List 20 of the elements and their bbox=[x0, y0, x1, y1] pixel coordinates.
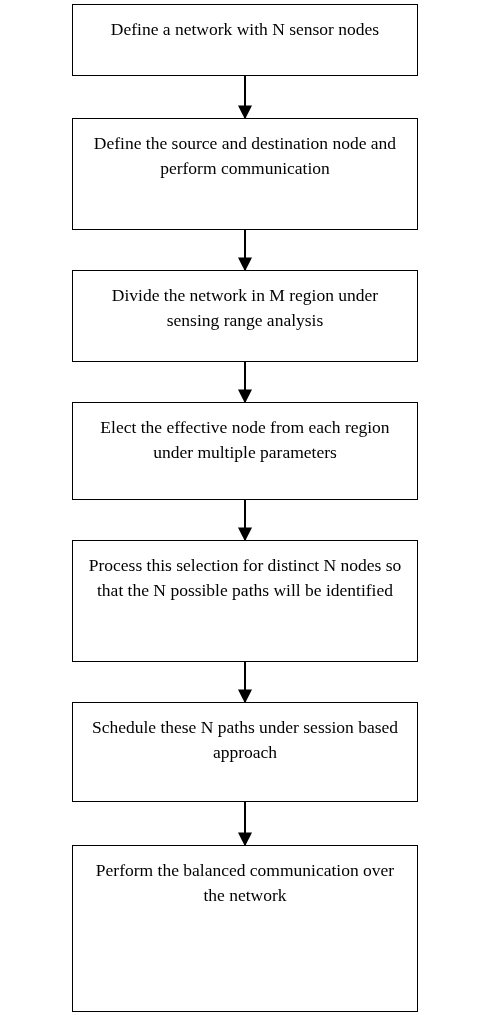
process-box bbox=[72, 402, 418, 500]
step-text: Define the source and destination node and perform communication bbox=[92, 132, 398, 181]
arrow bbox=[238, 801, 252, 847]
process-box bbox=[72, 4, 418, 76]
step-text: Schedule these N paths under session based approach bbox=[90, 716, 400, 765]
step-text: Process this selection for distinct N nodes so that the N possible paths will be identified bbox=[87, 554, 403, 603]
arrow bbox=[238, 229, 252, 272]
step-text: Define a network with N sensor nodes bbox=[109, 18, 381, 41]
process-box bbox=[72, 270, 418, 362]
arrow bbox=[238, 661, 252, 704]
arrow bbox=[238, 361, 252, 404]
step-text: Perform the balanced communication over the network bbox=[94, 859, 396, 908]
arrow bbox=[238, 75, 252, 120]
step-text: Divide the network in M region under sensing range analysis bbox=[110, 284, 380, 333]
step-text: Elect the effective node from each region under multiple parameters bbox=[99, 416, 391, 465]
process-box bbox=[72, 845, 418, 1012]
process-box bbox=[72, 702, 418, 802]
process-box bbox=[72, 540, 418, 662]
arrow bbox=[238, 499, 252, 542]
process-box bbox=[72, 118, 418, 230]
